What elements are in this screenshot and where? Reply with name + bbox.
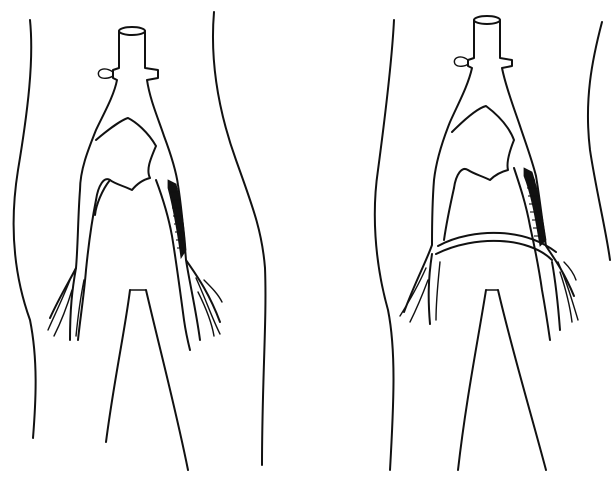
right-femoral-left-c (436, 262, 440, 320)
right-leg-inner-right (498, 290, 546, 470)
right-right-iliac-outer (552, 262, 560, 330)
right-femoral-right-a (558, 262, 578, 320)
right-leg-inner-left (458, 290, 486, 470)
left-leg-inner-right (146, 290, 188, 470)
right-aorta-right-wall (500, 20, 574, 296)
left-aorta-top (119, 27, 145, 35)
left-femoral-right-a (196, 278, 220, 334)
left-internal-iliac-left (78, 200, 96, 340)
right-panel (375, 16, 610, 470)
right-iliac-outer-left (429, 254, 432, 324)
right-torso-outline-left (375, 20, 394, 470)
right-renal-branch (454, 57, 468, 66)
left-torso-outline-right (213, 12, 265, 465)
left-torso-outline-left (14, 20, 36, 438)
left-leg-inner-left (106, 290, 130, 442)
right-aorta-top (474, 16, 500, 24)
left-aorta-right-wall (145, 31, 220, 322)
left-panel (14, 12, 266, 470)
right-femoral-left-b (410, 280, 428, 322)
right-torso-outline-right (588, 22, 610, 260)
left-renal-branch (98, 69, 113, 78)
right-internal-iliac-left (444, 188, 454, 240)
left-aorta-left-wall (50, 31, 119, 318)
right-bifurcation-inner (452, 106, 514, 188)
